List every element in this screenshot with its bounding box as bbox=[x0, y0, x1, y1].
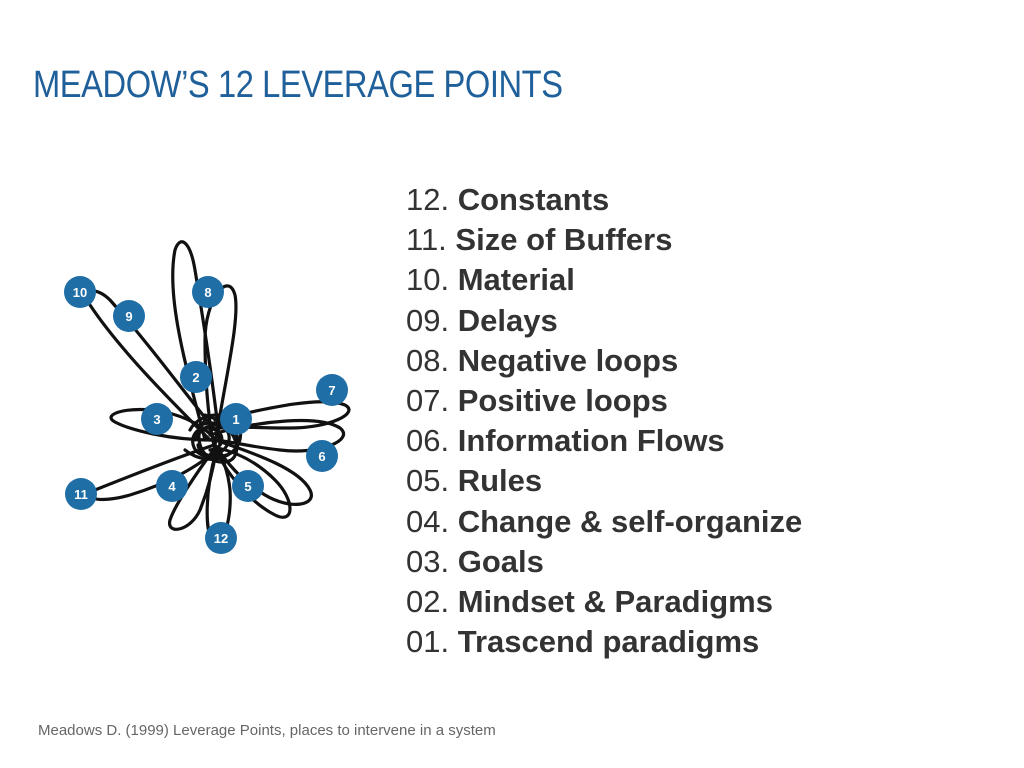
item-number: 02. bbox=[406, 584, 450, 620]
item-number: 10. bbox=[406, 262, 450, 298]
marker-2: 2 bbox=[180, 361, 212, 393]
item-number: 12. bbox=[406, 182, 450, 217]
item-label: Change & self-organize bbox=[457, 503, 803, 539]
marker-12-label: 12 bbox=[214, 531, 228, 546]
marker-10: 10 bbox=[64, 276, 96, 308]
item-label: Delays bbox=[457, 302, 558, 338]
marker-11-label: 11 bbox=[74, 487, 88, 502]
list-item: 06. Information Flows bbox=[406, 421, 802, 461]
marker-3: 3 bbox=[141, 403, 173, 435]
item-number: 04. bbox=[406, 503, 450, 539]
marker-7-label: 7 bbox=[328, 383, 335, 398]
item-label: Constants bbox=[457, 182, 610, 217]
item-number: 08. bbox=[406, 342, 450, 378]
list-item: 08. Negative loops bbox=[406, 341, 802, 381]
marker-2-label: 2 bbox=[192, 370, 199, 385]
marker-10-label: 10 bbox=[73, 285, 87, 300]
marker-11: 11 bbox=[65, 478, 97, 510]
item-label: Size of Buffers bbox=[455, 222, 673, 258]
list-item: 09. Delays bbox=[406, 301, 802, 341]
item-number: 09. bbox=[406, 302, 450, 338]
marker-9: 9 bbox=[113, 300, 145, 332]
marker-8: 8 bbox=[192, 276, 224, 308]
marker-5-label: 5 bbox=[244, 479, 251, 494]
list-item: 04. Change & self-organize bbox=[406, 502, 802, 542]
item-number: 05. bbox=[406, 463, 450, 499]
item-label: Negative loops bbox=[457, 342, 679, 378]
item-number: 01. bbox=[406, 624, 450, 660]
marker-9-label: 9 bbox=[125, 309, 132, 324]
item-label: Trascend paradigms bbox=[457, 624, 760, 660]
item-number: 06. bbox=[406, 423, 450, 459]
item-label: Rules bbox=[457, 463, 543, 499]
marker-6-label: 6 bbox=[318, 449, 325, 464]
marker-12: 12 bbox=[205, 522, 237, 554]
list-item: 07. Positive loops bbox=[406, 381, 802, 421]
item-label: Mindset & Paradigms bbox=[457, 584, 773, 620]
slide-title: MEADOW’S 12 LEVERAGE POINTS bbox=[33, 64, 563, 106]
item-label: Positive loops bbox=[457, 383, 668, 419]
item-label: Material bbox=[457, 262, 575, 298]
marker-4: 4 bbox=[156, 470, 188, 502]
marker-7: 7 bbox=[316, 374, 348, 406]
item-number: 11. bbox=[406, 222, 447, 258]
leverage-scribble-diagram: 10 9 8 2 7 3 1 6 4 5 11 12 bbox=[64, 240, 351, 554]
item-number: 03. bbox=[406, 543, 450, 579]
item-label: Information Flows bbox=[457, 423, 725, 459]
marker-4-label: 4 bbox=[168, 479, 176, 494]
citation: Meadows D. (1999) Leverage Points, place… bbox=[38, 722, 496, 739]
marker-8-label: 8 bbox=[204, 285, 211, 300]
leverage-points-list: 12. Constants 11. Size of Buffers 10. Ma… bbox=[406, 180, 802, 662]
list-item: 03. Goals bbox=[406, 542, 802, 582]
list-item: 01. Trascend paradigms bbox=[406, 622, 802, 662]
item-label: Goals bbox=[457, 543, 544, 579]
list-item: 10. Material bbox=[406, 260, 802, 300]
marker-5: 5 bbox=[232, 470, 264, 502]
list-item: 11. Size of Buffers bbox=[406, 220, 802, 260]
list-item: 05. Rules bbox=[406, 461, 802, 501]
marker-1: 1 bbox=[220, 403, 252, 435]
list-item: 02. Mindset & Paradigms bbox=[406, 582, 802, 622]
list-item: 12. Constants bbox=[406, 180, 802, 220]
item-number: 07. bbox=[406, 383, 450, 419]
marker-6: 6 bbox=[306, 440, 338, 472]
marker-3-label: 3 bbox=[153, 412, 160, 427]
marker-1-label: 1 bbox=[232, 412, 239, 427]
